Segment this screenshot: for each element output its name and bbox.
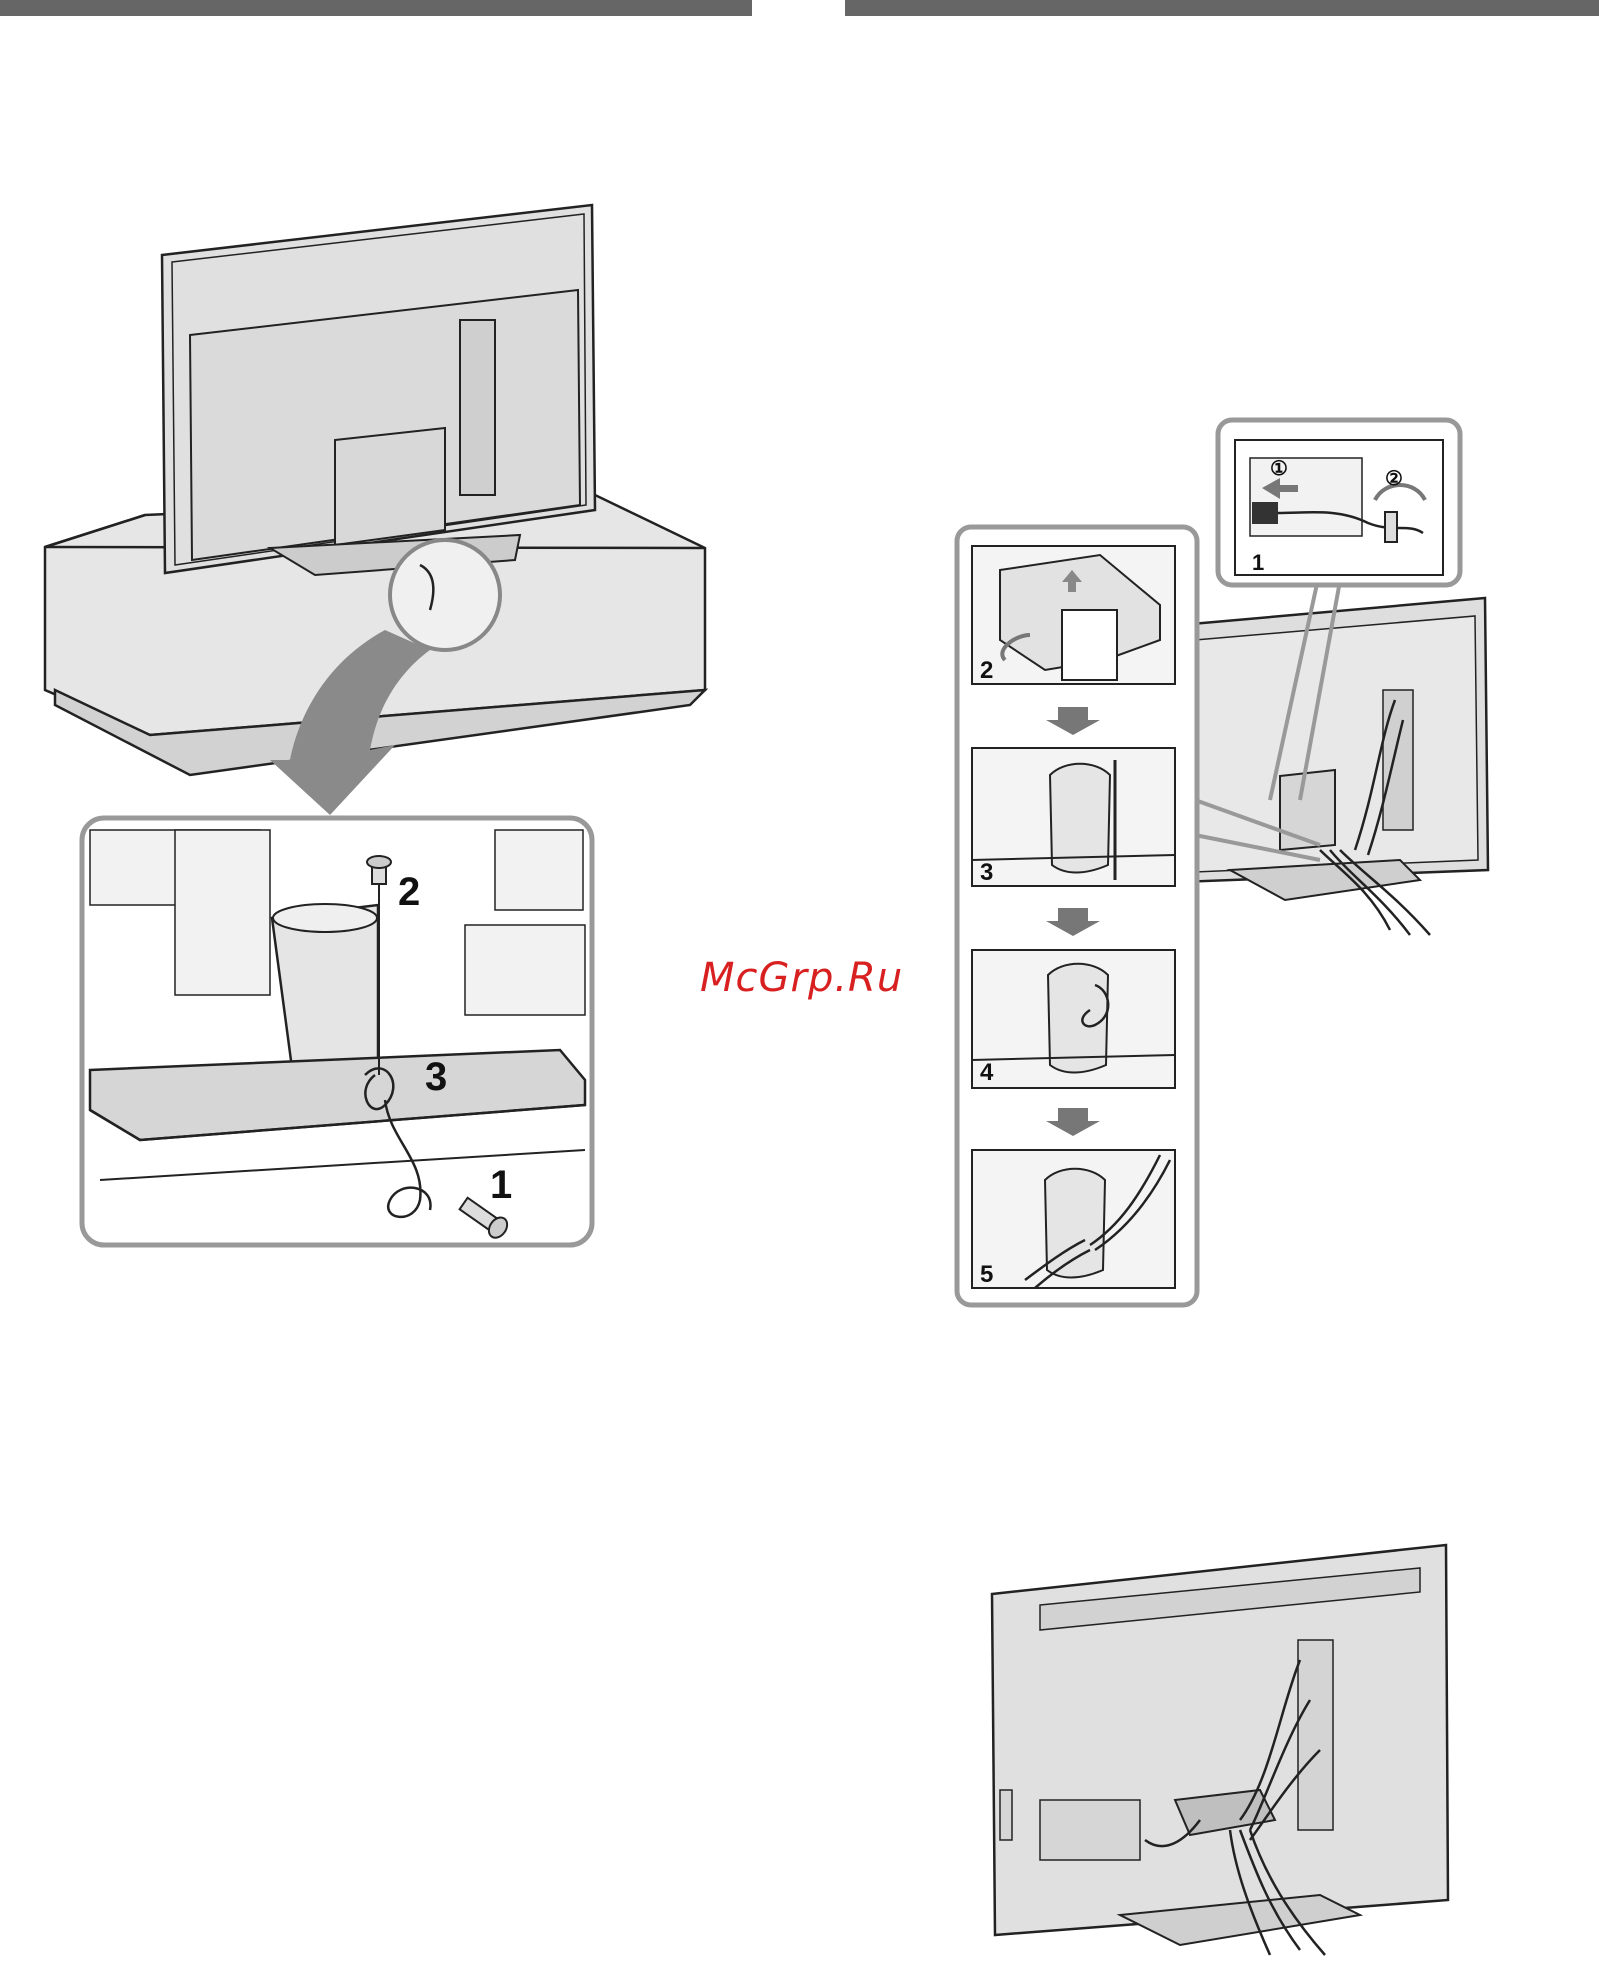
step-2-label: 2 <box>980 657 993 684</box>
step-4-label: 4 <box>980 1059 994 1086</box>
step-3-label: 3 <box>980 859 993 886</box>
steps-frame <box>957 527 1197 1305</box>
inset-step-label: 1 <box>1252 550 1264 575</box>
inset-circ1: ① <box>1270 458 1288 480</box>
step-5-label: 5 <box>980 1261 993 1288</box>
tv-back-right <box>1180 598 1488 935</box>
inset-circ2: ② <box>1385 468 1403 490</box>
tv-back-bottom <box>992 1545 1448 1955</box>
watermark-text: McGrp.Ru <box>700 955 920 1001</box>
